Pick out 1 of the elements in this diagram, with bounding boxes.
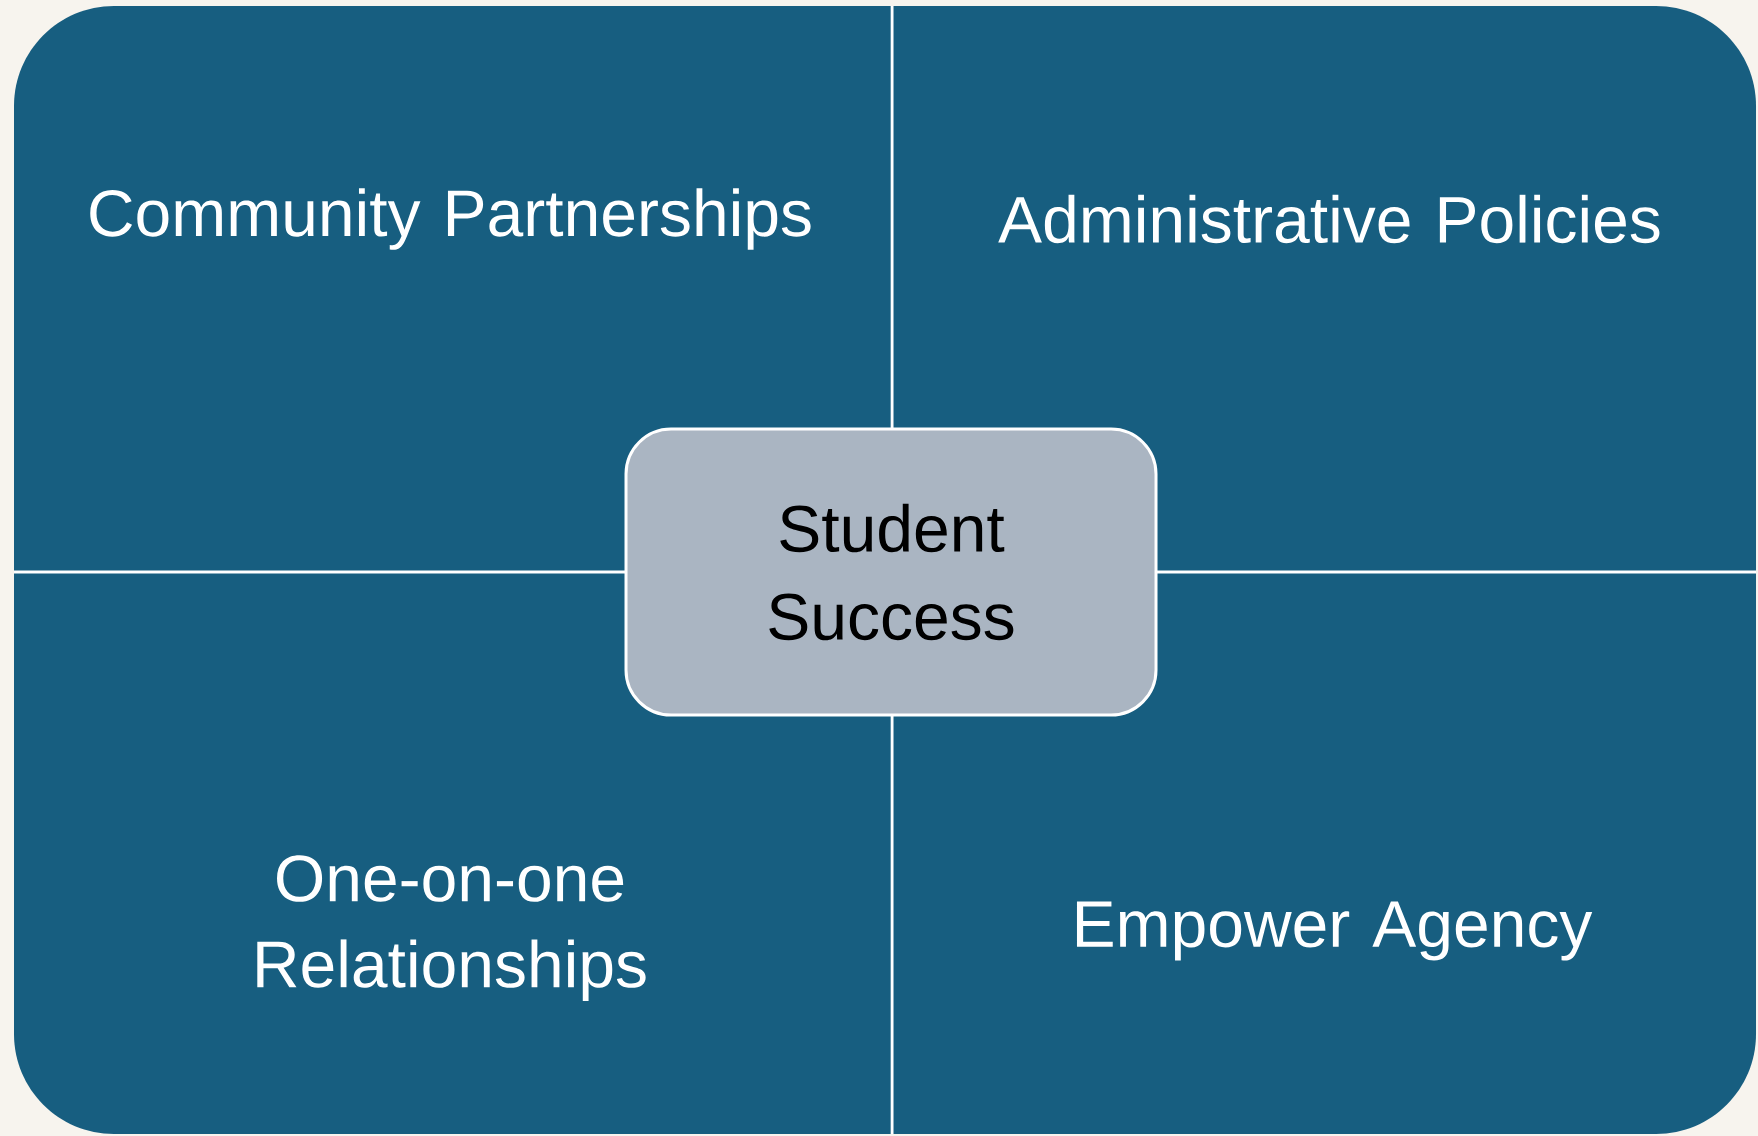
center-box: Student Success — [624, 427, 1158, 717]
